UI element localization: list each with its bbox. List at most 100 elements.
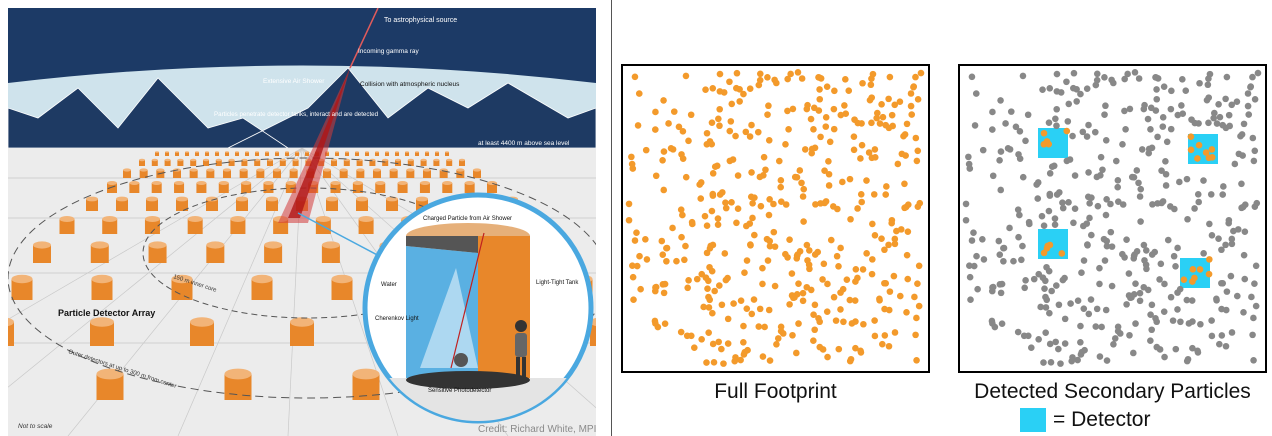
undetected-particle-point: [989, 108, 996, 116]
particle-point: [823, 83, 831, 90]
particle-point: [759, 264, 766, 272]
undetected-particle-point: [1102, 136, 1110, 144]
detector-tank: [151, 181, 162, 193]
particle-point: [869, 220, 876, 228]
particle-point: [756, 173, 764, 181]
undetected-particle-point: [1006, 146, 1014, 153]
undetected-particle-point: [1161, 353, 1168, 361]
detector-tank: [305, 151, 309, 156]
undetected-particle-point: [1007, 108, 1015, 115]
particle-point: [822, 198, 830, 205]
particle-point: [804, 257, 811, 264]
detected-particles-panel: [958, 64, 1267, 373]
undetected-particle-point: [1061, 340, 1069, 347]
undetected-particle-point: [1108, 282, 1116, 290]
detector-tank: [33, 241, 51, 263]
undetected-particle-point: [1160, 308, 1168, 315]
undetected-particle-point: [1137, 185, 1145, 193]
detector-tank: [59, 216, 75, 234]
particle-point: [652, 108, 659, 116]
undetected-particle-point: [1170, 252, 1178, 260]
undetected-particle-point: [1092, 323, 1100, 330]
particle-point: [885, 95, 892, 103]
undetected-particle-point: [1153, 95, 1161, 103]
undetected-particle-point: [1231, 160, 1239, 168]
particle-point: [705, 293, 712, 301]
particle-point: [824, 280, 831, 288]
particle-point: [710, 359, 718, 366]
undetected-particle-point: [1245, 111, 1253, 118]
undetected-particle-point: [1122, 125, 1129, 133]
particle-point: [740, 90, 747, 98]
undetected-particle-point: [1052, 115, 1059, 123]
undetected-particle-point: [1126, 331, 1133, 339]
particle-point: [815, 73, 822, 81]
undetected-particle-point: [997, 97, 1004, 104]
particle-point: [682, 173, 690, 181]
undetected-particle-point: [1195, 198, 1203, 206]
legend: = Detector: [1020, 407, 1150, 433]
particle-point: [874, 109, 881, 117]
particle-point: [703, 129, 711, 137]
undetected-particle-point: [1240, 309, 1247, 316]
particle-point: [854, 119, 862, 127]
detector-tank: [102, 216, 118, 234]
detector-tank: [139, 168, 148, 178]
undetected-particle-point: [1103, 357, 1111, 364]
particle-point: [830, 125, 838, 133]
undetected-particle-point: [1110, 341, 1117, 348]
particle-point: [854, 274, 861, 282]
particle-point: [765, 136, 773, 144]
undetected-particle-point: [1152, 107, 1160, 114]
detector-tank: [331, 158, 337, 166]
particle-point: [871, 154, 879, 161]
undetected-particle-point: [998, 280, 1006, 288]
undetected-particle-point: [1038, 212, 1046, 220]
undetected-particle-point: [1000, 244, 1007, 252]
particle-point: [670, 108, 678, 115]
detector-tank: [228, 158, 235, 166]
particle-point: [891, 235, 899, 243]
undetected-particle-point: [1213, 120, 1221, 127]
undetected-particle-point: [1251, 203, 1259, 210]
particle-point: [771, 282, 779, 290]
undetected-particle-point: [1205, 119, 1212, 127]
particle-point: [901, 180, 908, 188]
detected-particle-point: [1040, 140, 1048, 148]
undetected-particle-point: [1133, 247, 1141, 255]
particle-point: [734, 205, 742, 213]
undetected-particle-point: [1046, 170, 1054, 177]
particle-point: [815, 315, 822, 322]
particle-point: [903, 120, 911, 128]
particle-point: [852, 266, 860, 273]
undetected-particle-point: [1132, 320, 1139, 327]
detector-tank: [473, 168, 481, 178]
particle-point: [635, 90, 643, 97]
particle-point: [885, 124, 893, 132]
undetected-particle-point: [1228, 240, 1236, 248]
particle-point: [774, 335, 782, 342]
detected-particle-point: [1205, 270, 1213, 278]
undetected-particle-point: [1208, 332, 1216, 340]
particle-point: [822, 114, 830, 121]
undetected-particle-point: [998, 320, 1006, 327]
undetected-particle-point: [1235, 150, 1243, 158]
particle-point: [898, 150, 906, 158]
particle-point: [868, 94, 876, 101]
detector-tank: [256, 168, 265, 178]
undetected-particle-point: [1108, 76, 1115, 84]
particle-point: [825, 170, 833, 178]
particle-point: [754, 128, 762, 136]
undetected-particle-point: [1112, 157, 1120, 165]
particle-point: [817, 133, 824, 141]
particle-point: [751, 231, 758, 239]
detector-tank: [255, 151, 259, 156]
undetected-particle-point: [1189, 344, 1196, 352]
undetected-particle-point: [1191, 205, 1198, 212]
undetected-particle-point: [1074, 356, 1081, 364]
particle-point: [715, 338, 723, 346]
outer-ring: [8, 157, 596, 399]
particle-point: [642, 235, 649, 243]
undetected-particle-point: [1065, 100, 1073, 108]
undetected-particle-point: [1114, 198, 1122, 205]
